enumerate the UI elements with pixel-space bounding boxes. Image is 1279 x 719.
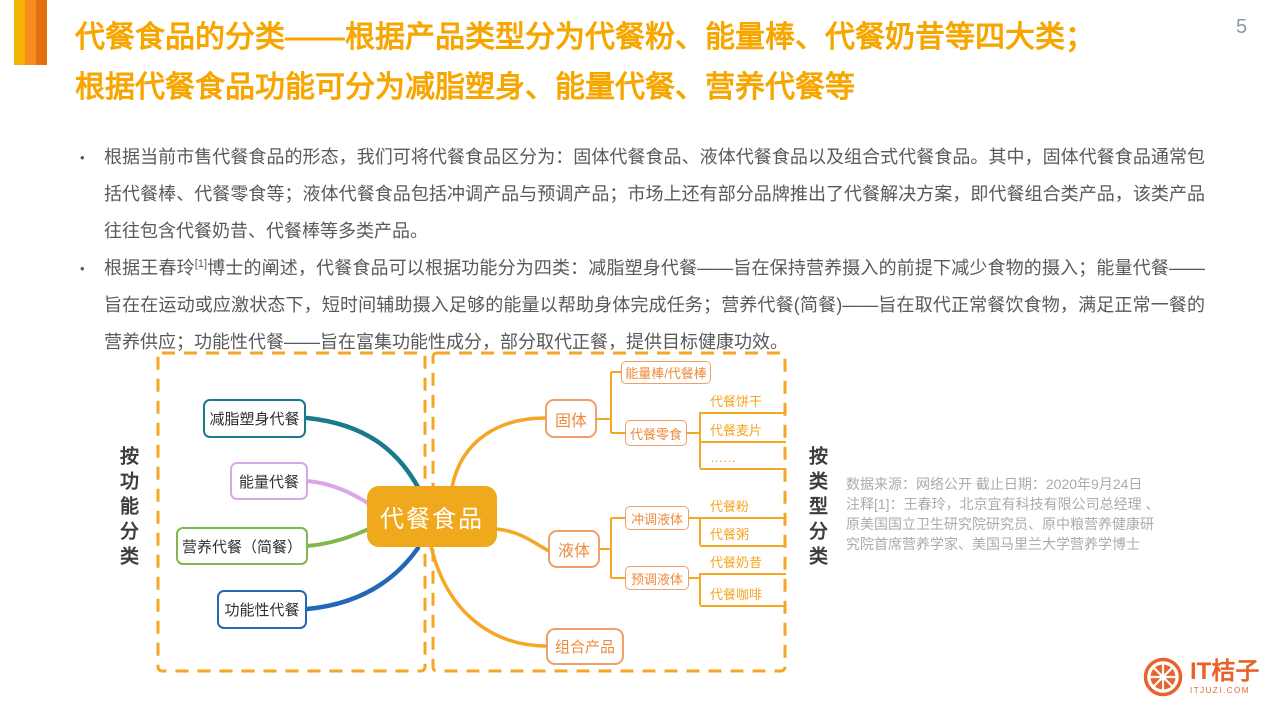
branch-curve-functional [304,545,421,612]
logo-name: IT桔子 [1190,657,1260,685]
header-accent-bar [14,0,47,65]
bullet-marker: • [80,261,85,276]
logo-domain: ITJUZI.COM [1190,685,1250,695]
node-meal-snack: 代餐零食 [625,420,687,446]
leaf-ellipsis: …… [700,448,786,470]
bullet-item-2: • 根据王春玲[1]博士的阐述，代餐食品可以根据功能分为四类：减脂塑身代餐——旨… [80,250,1205,361]
page-title: 代餐食品的分类——根据产品类型分为代餐粉、能量棒、代餐奶昔等四大类； 根据代餐食… [75,13,1205,113]
source-note: 数据来源：网络公开 截止日期：2020年9月24日 注释[1]：王春玲，北京宜有… [846,476,1160,552]
page-number: 5 [1236,16,1248,38]
bullet-text-2-pre: 根据王春玲 [104,258,195,278]
node-infused-liquid: 冲调液体 [625,506,689,530]
leaf-meal-biscuit: 代餐饼干 [700,392,786,414]
mindmap-center-node: 代餐食品 [367,486,497,547]
leaf-meal-coffee: 代餐咖啡 [700,585,786,607]
connector-snack-leaves [685,412,701,468]
node-slimming-meal: 减脂塑身代餐 [203,399,306,438]
bullet-text-2-post: 博士的阐述，代餐食品可以根据功能分为四类：减脂塑身代餐——旨在保持营养摄入的前提… [104,258,1206,352]
footnote-ref: [1] [194,258,207,270]
node-combo-product: 组合产品 [546,628,624,665]
leaf-meal-shake: 代餐奶昔 [700,553,786,575]
axis-label-by-type: 按类型分类 [806,446,827,571]
accent-stripe-2 [25,0,36,65]
leaf-meal-powder: 代餐粉 [700,497,786,519]
node-liquid: 液体 [548,530,600,568]
axis-label-by-function: 按功能分类 [117,446,138,571]
page-title-line2: 根据代餐食品功能可分为减脂塑身、能量代餐、营养代餐等 [75,71,855,104]
connector-liquid-children [600,517,625,579]
bullet-marker: • [80,150,85,165]
branch-curve-nutrition [305,525,375,548]
page-title-line1: 代餐食品的分类——根据产品类型分为代餐粉、能量棒、代餐奶昔等四大类； [75,21,1095,54]
node-nutrition-meal: 营养代餐（简餐） [176,527,308,565]
logo-text: IT桔子 ITJUZI.COM [1190,657,1260,695]
bullet-text-1: 根据当前市售代餐食品的形态，我们可将代餐食品区分为：固体代餐食品、液体代餐食品以… [104,147,1205,241]
accent-stripe-1 [14,0,25,65]
bullet-text-2: 根据王春玲[1]博士的阐述，代餐食品可以根据功能分为四类：减脂塑身代餐——旨在保… [104,250,1205,361]
branch-curve-energy [305,479,373,507]
body-text: • 根据当前市售代餐食品的形态，我们可将代餐食品区分为：固体代餐食品、液体代餐食… [80,139,1205,361]
node-energy-meal: 能量代餐 [230,462,308,500]
node-premixed-liquid: 预调液体 [625,566,689,590]
bullet-item-1: • 根据当前市售代餐食品的形态，我们可将代餐食品区分为：固体代餐食品、液体代餐食… [80,139,1205,250]
node-solid: 固体 [545,399,597,438]
node-functional-meal: 功能性代餐 [217,590,307,629]
branch-curve-liquid [494,527,551,553]
orange-slice-icon [1143,657,1183,697]
leaf-meal-porridge: 代餐粥 [700,525,786,547]
accent-stripe-3 [36,0,47,65]
leaf-meal-cereal: 代餐麦片 [700,421,786,443]
node-energy-bar: 能量棒/代餐棒 [621,361,711,384]
itjuzi-logo: IT桔子 ITJUZI.COM [1142,656,1259,698]
branch-curve-slimming [304,415,422,492]
branch-curve-solid [450,416,547,489]
branch-curve-combo [429,544,549,648]
